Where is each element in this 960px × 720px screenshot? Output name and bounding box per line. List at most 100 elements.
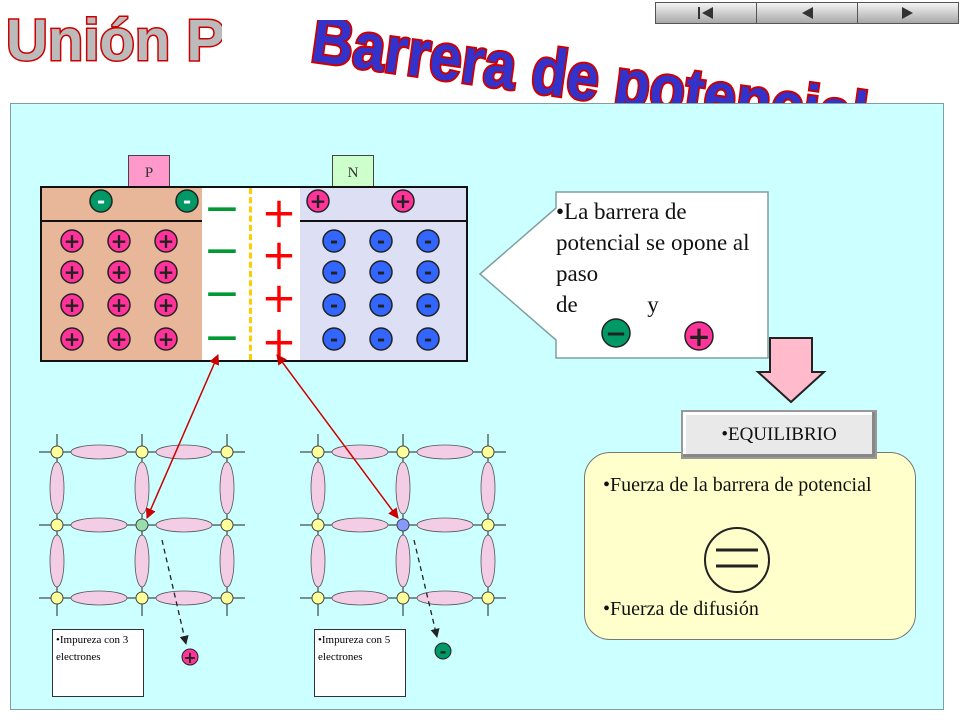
callout-text-de: de	[556, 292, 578, 317]
n-ion: -	[416, 229, 440, 253]
svg-text:+: +	[395, 189, 412, 213]
svg-text:-: -	[424, 293, 432, 317]
callout-text-main: •La barrera de potencial se opone al pas…	[556, 199, 750, 286]
junction-line	[249, 188, 252, 360]
title-main: Unión P-N	[5, 7, 223, 73]
p-ion: +	[60, 229, 84, 253]
svg-text:+: +	[158, 260, 175, 284]
lattice-atom	[220, 591, 234, 605]
svg-text:+: +	[158, 229, 175, 253]
svg-text:-: -	[377, 293, 385, 317]
p-ion: +	[154, 260, 178, 284]
lattice-atom	[396, 445, 410, 459]
lattice-atom	[481, 445, 495, 459]
svg-text:+: +	[111, 260, 128, 284]
svg-text:+: +	[111, 229, 128, 253]
n-top-carrier: +	[306, 189, 330, 213]
svg-text:+: +	[64, 229, 81, 253]
barrier-positive: +	[261, 188, 296, 237]
n-ion: -	[416, 293, 440, 317]
p-top-carrier: -	[89, 189, 113, 213]
svg-text:-: -	[330, 260, 338, 284]
svg-text:-: -	[377, 327, 385, 351]
barrier-positive: +	[261, 273, 296, 322]
svg-text:-: -	[424, 229, 432, 253]
first-slide-button[interactable]	[656, 3, 757, 23]
n-ion: -	[322, 229, 346, 253]
lattice-donor	[300, 434, 506, 616]
barrier-negative: −	[204, 312, 241, 363]
n-top-carrier: +	[391, 189, 415, 213]
n-top-layer	[257, 188, 466, 222]
arrow-to-donor	[276, 354, 399, 519]
arrow-to-acceptor	[145, 354, 220, 519]
svg-text:+: +	[687, 320, 710, 353]
svg-text:+: +	[64, 327, 81, 351]
barrier-negative: −	[204, 268, 241, 319]
svg-text:−: −	[605, 319, 627, 349]
p-ion: +	[60, 260, 84, 284]
svg-text:-: -	[97, 189, 105, 213]
lattice-atom	[396, 591, 410, 605]
n-ion: -	[322, 293, 346, 317]
p-ion: +	[107, 229, 131, 253]
lattice-atom	[50, 445, 64, 459]
svg-text:+: +	[158, 293, 175, 317]
callout-text-y: y	[647, 292, 659, 317]
lattice-atom	[135, 445, 149, 459]
barrier-negative: −	[204, 225, 241, 276]
svg-text:+: +	[158, 327, 175, 351]
svg-text:+: +	[64, 293, 81, 317]
n-ion: -	[322, 260, 346, 284]
svg-text:+: +	[183, 648, 196, 667]
barrier-positive: +	[261, 230, 296, 279]
svg-text:+: +	[310, 189, 327, 213]
callout-text: •La barrera de potencial se opone al pas…	[556, 196, 766, 320]
lattice-atom	[481, 591, 495, 605]
caption-acceptor: •Impureza con 3 electrones	[52, 629, 144, 697]
depletion-zone	[202, 188, 300, 360]
p-ion: +	[154, 229, 178, 253]
n-ion: -	[369, 260, 393, 284]
p-top-carrier: -	[175, 189, 199, 213]
svg-text:+: +	[111, 327, 128, 351]
svg-text:-: -	[440, 642, 447, 661]
free-hole: +	[181, 648, 199, 667]
equilibrium-tab: •EQUILIBRIO	[681, 410, 877, 459]
lattice-acceptor	[39, 434, 245, 616]
lattice-atom	[481, 518, 495, 532]
first-icon	[698, 7, 713, 19]
lattice-atom	[311, 518, 325, 532]
previous-slide-button[interactable]	[757, 3, 858, 23]
svg-text:-: -	[330, 293, 338, 317]
n-ion: -	[322, 327, 346, 351]
svg-text:-: -	[377, 229, 385, 253]
svg-text:+: +	[111, 293, 128, 317]
p-label: P	[128, 155, 170, 191]
svg-text:+: +	[64, 260, 81, 284]
electron-path	[413, 539, 440, 638]
free-electron: -	[434, 642, 452, 661]
p-ion: +	[107, 260, 131, 284]
lattice-atom	[50, 591, 64, 605]
svg-text:-: -	[183, 189, 191, 213]
p-ion: +	[154, 293, 178, 317]
lattice-atom	[220, 518, 234, 532]
p-ion: +	[154, 327, 178, 351]
svg-text:-: -	[377, 260, 385, 284]
p-ion: +	[60, 293, 84, 317]
p-ion: +	[107, 293, 131, 317]
barrier-charges: −+−+−+−+	[204, 183, 297, 366]
svg-text:-: -	[424, 327, 432, 351]
callout-negative-symbol: −	[601, 318, 631, 349]
lattice-atom	[135, 591, 149, 605]
n-label: N	[332, 155, 374, 191]
callout-positive-symbol: +	[684, 320, 714, 353]
force-diffusion-text: •Fuerza de difusión	[603, 598, 759, 620]
svg-text:-: -	[330, 229, 338, 253]
lattice-atom	[220, 445, 234, 459]
next-slide-button[interactable]	[858, 3, 958, 23]
lattice-atom	[50, 518, 64, 532]
p-ion: +	[60, 327, 84, 351]
